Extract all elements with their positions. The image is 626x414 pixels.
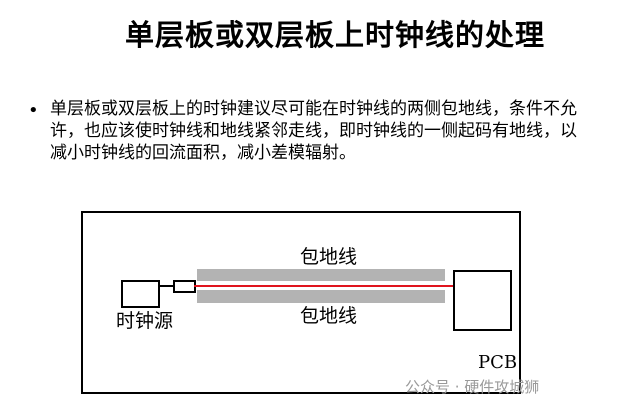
load-device-box bbox=[453, 270, 512, 331]
clock-source-box bbox=[121, 280, 160, 308]
top-ground-label: 包地线 bbox=[300, 246, 358, 268]
clock-source-label: 时钟源 bbox=[116, 310, 174, 332]
bullet-text: 单层板或双层板上的时钟建议尽可能在时钟线的两侧包地线，条件不允许，也应该使时钟线… bbox=[50, 99, 577, 163]
watermark: 公众号 · 硬件攻城狮 bbox=[405, 378, 540, 396]
slide-title: 单层板或双层板上时钟线的处理 bbox=[124, 18, 545, 52]
pcb-board-outline bbox=[81, 211, 521, 394]
series-resistor bbox=[173, 280, 196, 293]
bullet-marker: • bbox=[28, 100, 39, 121]
bottom-ground-trace bbox=[197, 290, 445, 303]
source-connector-line bbox=[158, 285, 173, 287]
bottom-ground-label: 包地线 bbox=[300, 305, 358, 327]
top-ground-trace bbox=[197, 269, 445, 281]
clock-trace bbox=[194, 285, 453, 287]
pcb-label: PCB bbox=[478, 352, 518, 373]
